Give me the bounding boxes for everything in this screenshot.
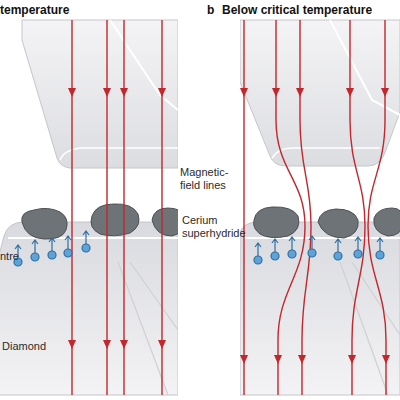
- anvil-facet: [60, 148, 178, 160]
- annotation-label: Magnetic-field lines: [180, 166, 238, 192]
- cerium-superhydride-grain: [22, 208, 67, 239]
- nv-centres: [254, 236, 384, 264]
- anvil-facet: [110, 20, 178, 110]
- field-line: [368, 20, 386, 395]
- field-arrowheads: [68, 88, 166, 349]
- arrowhead: [348, 355, 356, 364]
- spin-arrow: [335, 239, 341, 252]
- magnetic-field-lines: [244, 20, 386, 395]
- spin-arrow: [255, 243, 261, 256]
- arrowhead: [296, 88, 304, 97]
- spin-arrow: [32, 240, 38, 253]
- cerium-superhydride-grain: [374, 208, 400, 236]
- annotation-label: Cerium superhydride: [182, 214, 254, 240]
- anvil-facet: [8, 237, 178, 239]
- spin-arrow: [377, 238, 383, 251]
- nv-centre: [31, 253, 39, 261]
- nv-centre: [64, 249, 72, 257]
- arrowhead: [68, 88, 76, 97]
- arrowhead: [103, 88, 111, 97]
- cerium-superhydride-grain: [318, 209, 358, 238]
- spin-arrow: [49, 238, 55, 251]
- spin-arrow: [355, 237, 361, 250]
- nv-centre: [48, 251, 56, 259]
- field-line: [350, 20, 365, 395]
- panel-heading: temperature: [0, 3, 160, 17]
- annotation-label: ntre: [0, 250, 40, 263]
- nv-centre: [308, 249, 316, 257]
- arrowhead: [158, 340, 166, 349]
- spin-arrow: [309, 236, 315, 249]
- arrowhead: [346, 88, 354, 97]
- cerium-superhydride-grain: [91, 204, 139, 236]
- field-arrowheads: [240, 88, 390, 364]
- lower-diamond-anvil: [0, 222, 178, 395]
- anvil-facet: [272, 148, 380, 158]
- anvil-facet: [118, 262, 178, 395]
- anvil-facet: [330, 20, 400, 115]
- nv-centre: [354, 250, 362, 258]
- panel-a: [0, 20, 178, 395]
- arrowhead: [274, 355, 282, 364]
- field-line: [243, 20, 244, 395]
- nv-centres: [14, 231, 90, 266]
- arrowhead: [103, 340, 111, 349]
- arrowhead: [298, 355, 306, 364]
- nv-centre: [271, 252, 279, 260]
- magnetic-field-lines: [72, 20, 162, 395]
- cerium-superhydride-grain: [254, 207, 299, 238]
- arrowhead: [382, 355, 390, 364]
- field-line: [106, 20, 107, 395]
- field-line: [71, 20, 72, 395]
- nv-centre: [376, 251, 384, 259]
- arrowhead: [120, 88, 128, 97]
- nv-centre: [334, 252, 342, 260]
- nv-centre: [254, 256, 262, 264]
- arrowhead: [240, 88, 248, 97]
- field-line: [161, 20, 162, 395]
- spin-arrow: [65, 236, 71, 249]
- arrowhead: [240, 355, 248, 364]
- cerium-superhydride-grain: [152, 208, 178, 236]
- spin-arrow: [289, 237, 295, 250]
- anvil-facet: [340, 262, 400, 395]
- arrowhead: [68, 340, 76, 349]
- upper-diamond-anvil: [240, 20, 400, 166]
- field-line: [300, 20, 311, 395]
- spin-arrow: [272, 239, 278, 252]
- arrowhead: [272, 88, 280, 97]
- nv-centre: [288, 250, 296, 258]
- panel-heading: Below critical temperature: [222, 3, 400, 17]
- lower-diamond-anvil: [240, 222, 400, 395]
- nv-centre: [82, 244, 90, 252]
- panel-b: [240, 20, 400, 395]
- annotation-label: Diamond: [2, 340, 72, 353]
- arrowhead: [120, 340, 128, 349]
- arrowhead: [381, 88, 389, 97]
- spin-arrow: [83, 231, 89, 244]
- field-line: [123, 20, 124, 395]
- arrowhead: [158, 88, 166, 97]
- upper-diamond-anvil: [22, 20, 178, 168]
- panel-letter: b: [207, 3, 221, 17]
